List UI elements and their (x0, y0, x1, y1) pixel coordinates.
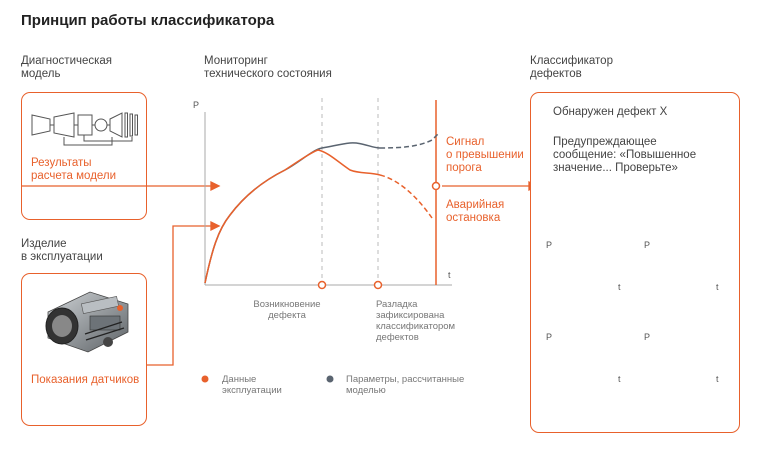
product-box: Показания датчиков (21, 273, 147, 426)
diagnostic-model-label: Диагностическая модель (21, 55, 113, 80)
diagnostic-model-box: Результаты расчета модели (21, 92, 147, 220)
operational-curve (204, 149, 381, 284)
mini-number-label: 2 (712, 228, 718, 238)
model-schematic-icon (31, 112, 138, 146)
sensors-label: Показания датчиков (31, 374, 140, 386)
mini-axis-t-label: t (716, 282, 719, 292)
mini-number-label: 1 (614, 228, 620, 238)
warning-message: Предупреждающее сообщение: «Повышенное з… (553, 136, 697, 174)
mini-axis-p-label: P (644, 240, 651, 250)
page-title: Принцип работы классификатора (21, 12, 275, 29)
classifier-box: Обнаружен дефект X Предупреждающее сообщ… (530, 92, 740, 433)
mini-number-label: 3 (614, 320, 620, 330)
defect-origin-label: Возникновение дефекта (253, 299, 321, 321)
mini-axis-p-label: P (546, 240, 553, 250)
sensors-arrow-head (210, 220, 221, 232)
detected-defect-text: Обнаружен дефект X (553, 106, 668, 118)
mini-axis-t-label: t (618, 374, 621, 384)
defect-detected-label: Разладка зафиксирована классификатором д… (376, 299, 456, 343)
axis-p-label: P (193, 100, 200, 110)
defect-origin-marker (317, 280, 327, 290)
legend-model-label: Параметры, рассчитанные моделью (346, 374, 465, 396)
legend-operational-label: Данные эксплуатации (222, 374, 282, 396)
mini-axis-t-label: t (716, 374, 719, 384)
classifier-label: Классификатор дефектов (530, 55, 613, 80)
engine-image (45, 291, 129, 353)
model-results-label: Результаты расчета модели (31, 157, 117, 182)
operational-curve-forecast (379, 174, 433, 219)
model-results-arrow-head (210, 180, 221, 192)
threshold-signal-label: Сигнал о превышении порога (446, 136, 524, 174)
monitoring-label: Мониторинг технического состояния (204, 55, 332, 80)
model-curve-forecast (379, 133, 439, 149)
mini-axis-p-label: P (644, 332, 651, 342)
emergency-stop-label: Аварийная остановка (446, 199, 505, 224)
legend-model-dot (326, 375, 334, 383)
axis-t-label: t (448, 270, 451, 280)
defect-detected-marker (373, 280, 383, 290)
product-label: Изделие в эксплуатации (21, 238, 103, 263)
mini-number-label: 4 (712, 320, 718, 330)
threshold-marker (431, 181, 441, 191)
legend-operational-dot (201, 375, 209, 383)
mini-axis-p-label: P (546, 332, 553, 342)
mini-axis-t-label: t (618, 282, 621, 292)
sensors-arrow (147, 225, 214, 366)
